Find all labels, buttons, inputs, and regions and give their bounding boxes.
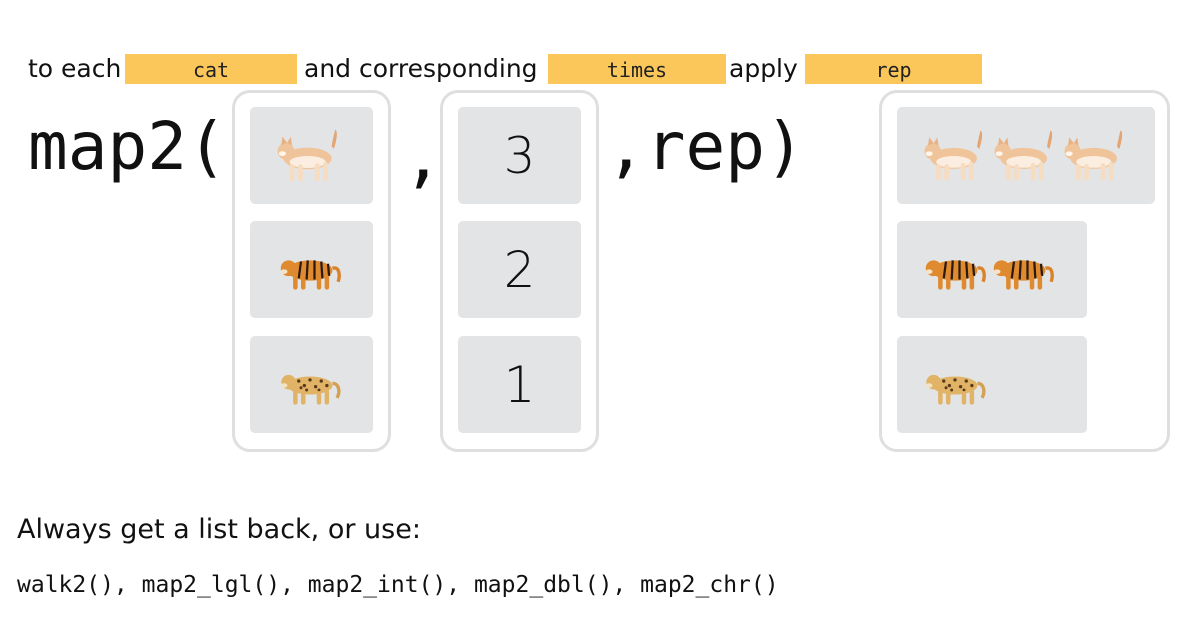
cell-tiger — [250, 221, 373, 318]
cat-icon — [921, 127, 991, 185]
sentence-and-corresponding: and corresponding — [304, 54, 538, 83]
tag-cat: cat — [125, 54, 297, 84]
function-list: walk2(), map2_lgl(), map2_int(), map2_db… — [17, 572, 779, 598]
times-value: 2 — [458, 221, 581, 318]
output-cats-row — [897, 107, 1155, 204]
times-value: 1 — [458, 336, 581, 433]
cell-cat — [250, 107, 373, 204]
output-leopards-row — [897, 336, 1087, 433]
input-list-times: 3 2 1 — [440, 90, 599, 452]
tiger-icon — [921, 248, 989, 293]
code-rep-close: ,rep) — [606, 108, 805, 185]
leopard-icon — [276, 363, 344, 408]
tag-rep: rep — [805, 54, 982, 84]
input-list-cats — [232, 90, 391, 452]
footer-heading: Always get a list back, or use: — [17, 514, 421, 545]
tiger-icon — [276, 248, 344, 293]
cat-icon — [1061, 127, 1131, 185]
cell-leopard — [250, 336, 373, 433]
tag-times: times — [548, 54, 726, 84]
cat-icon — [991, 127, 1061, 185]
sentence-apply: apply — [729, 54, 798, 83]
code-comma: , — [403, 118, 443, 195]
output-tigers-row — [897, 221, 1087, 318]
leopard-icon — [921, 363, 989, 408]
tiger-icon — [989, 248, 1057, 293]
cat-icon — [274, 127, 346, 185]
sentence-to-each: to each — [28, 54, 122, 83]
times-value: 3 — [458, 107, 581, 204]
code-map2-open: map2( — [28, 108, 227, 185]
output-list — [879, 90, 1170, 452]
